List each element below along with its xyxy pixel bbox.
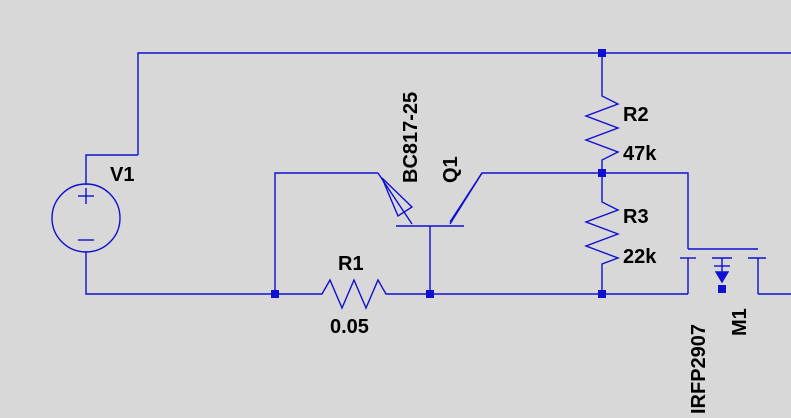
wire-top-rail bbox=[137, 52, 791, 155]
r1-value-label: 0.05 bbox=[330, 316, 369, 338]
v1-source bbox=[51, 183, 121, 253]
r1-ref-label: R1 bbox=[338, 253, 364, 275]
m1-model-label: IRFP2907 bbox=[688, 324, 710, 414]
junctions bbox=[271, 49, 726, 298]
junction-dot bbox=[598, 49, 606, 57]
v1-ref-label: V1 bbox=[110, 164, 134, 186]
wire-v1-plus bbox=[85, 154, 138, 185]
m1-ref-label: M1 bbox=[729, 308, 751, 336]
r1-resistor bbox=[316, 278, 390, 310]
r3-ref-label: R3 bbox=[623, 206, 649, 228]
q1-ref-label: Q1 bbox=[440, 156, 462, 183]
wire-v1-minus bbox=[85, 251, 316, 295]
wire-q1-emitter bbox=[274, 172, 378, 294]
r2-value-label: 47k bbox=[623, 143, 657, 165]
r3-resistor bbox=[584, 198, 620, 268]
junction-dot bbox=[426, 290, 434, 298]
m1-mosfet bbox=[680, 248, 766, 294]
junction-dot bbox=[598, 169, 606, 177]
r3-value-label: 22k bbox=[623, 246, 657, 268]
r2-ref-label: R2 bbox=[623, 104, 649, 126]
r2-resistor bbox=[584, 92, 620, 164]
junction-dot bbox=[271, 290, 279, 298]
junction-dot bbox=[598, 290, 606, 298]
wire-q1-collector bbox=[449, 172, 689, 249]
q1-model-label: BC817-25 bbox=[400, 92, 422, 183]
junction-dot bbox=[718, 285, 726, 293]
q1-transistor bbox=[377, 172, 483, 227]
